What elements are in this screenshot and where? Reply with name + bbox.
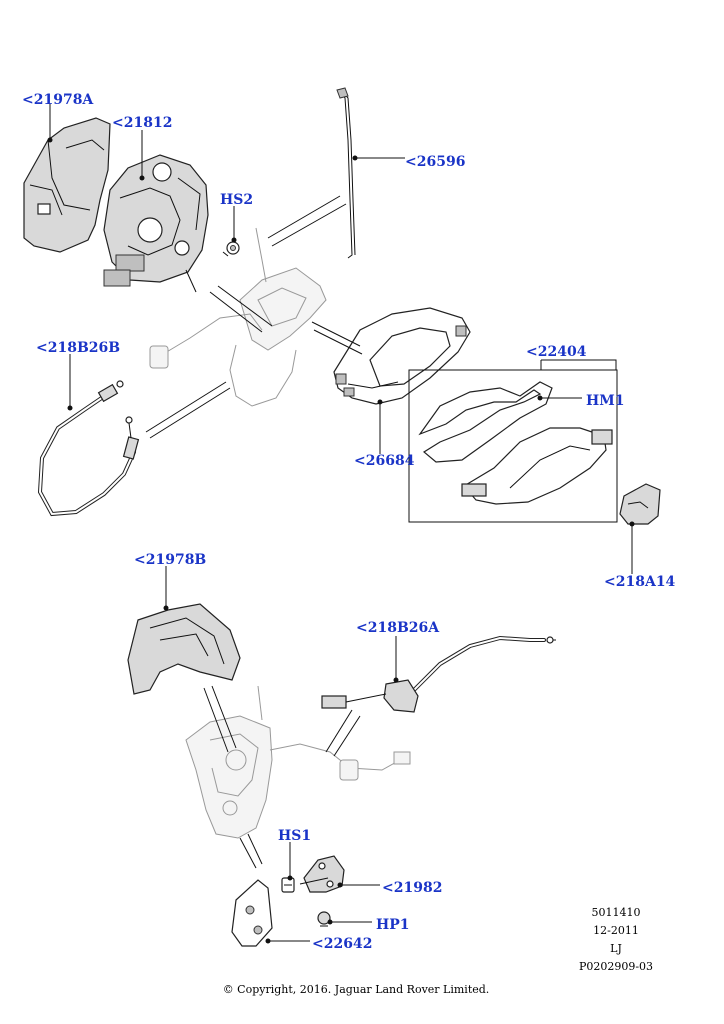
callout-hm1: HM1: [586, 393, 624, 409]
callout-hp1: HP1: [376, 917, 410, 933]
plug-hp1: [317, 911, 331, 927]
latch-lower-context: [185, 685, 411, 839]
callout-21812: <21812: [112, 115, 172, 131]
callout-leaders: [47, 104, 635, 944]
callout-21978A: <21978A: [22, 92, 94, 108]
callout-hs1: HS1: [278, 828, 311, 844]
operating-rod: [336, 87, 356, 259]
screw-hs1: [281, 877, 295, 893]
latch-cover-lower: [127, 603, 241, 695]
callout-218B26A: <218B26A: [356, 620, 440, 636]
release-cable-lower: [321, 635, 556, 713]
door-striker: [299, 855, 345, 893]
leader-lines-lower: [203, 685, 361, 869]
leader-lines-upper: [145, 195, 363, 439]
meta-part-number: 5011410: [592, 906, 641, 919]
handle-kit-box: [408, 359, 618, 523]
meta-date: 12-2011: [593, 924, 639, 937]
copyright-text: © Copyright, 2016. Jaguar Land Rover Lim…: [223, 983, 490, 996]
handle-end-cap: [619, 483, 661, 525]
callout-22642: <22642: [312, 936, 372, 952]
callout-218B26B: <218B26B: [36, 340, 120, 356]
callout-26684: <26684: [354, 453, 415, 469]
callout-21982: <21982: [382, 880, 442, 896]
screw-hs2: [222, 241, 240, 257]
latch-mechanism-upper: [103, 154, 209, 293]
handle-reinforcement-bracket: [333, 307, 471, 405]
callout-26596: <26596: [405, 154, 465, 170]
callout-218A14: <218A14: [604, 574, 676, 590]
release-cable-upper: [37, 380, 140, 517]
meta-illustration-id: P0202909-03: [579, 960, 653, 973]
callout-21978B: <21978B: [134, 552, 206, 568]
striker-plate: [231, 879, 273, 947]
meta-model-code: LJ: [610, 942, 622, 955]
callout-22404: <22404: [526, 344, 587, 360]
handle-context-ghost: [149, 227, 327, 407]
latch-cover-upper: [23, 117, 111, 253]
callout-hs2: HS2: [220, 192, 253, 208]
